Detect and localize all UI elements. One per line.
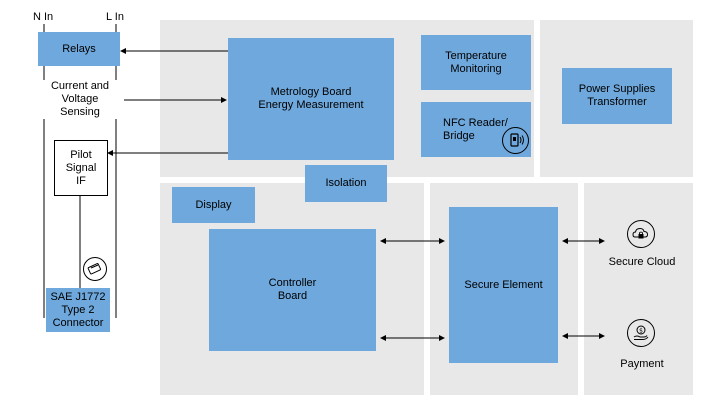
relays-label: Relays <box>62 42 96 55</box>
relays-block: Relays <box>38 32 120 66</box>
current-voltage-sensing-label: Current and Voltage Sensing <box>36 80 124 119</box>
power-supplies-block: Power Supplies Transformer <box>562 68 672 124</box>
pilot-signal-if-block: Pilot Signal IF <box>54 140 108 196</box>
metrology-board-block: Metrology Board Energy Measurement <box>228 38 394 160</box>
svg-text:$: $ <box>639 328 643 335</box>
l-in-label: L In <box>106 11 124 23</box>
controller-board-block: Controller Board <box>209 229 376 351</box>
display-block: Display <box>172 187 255 223</box>
payment-icon: $ <box>627 319 655 347</box>
cloud-lock-icon <box>627 220 655 248</box>
temperature-monitoring-block: Temperature Monitoring <box>421 35 531 90</box>
secure-cloud-label: Secure Cloud <box>608 256 676 268</box>
payment-label: Payment <box>620 358 664 370</box>
card-icon <box>83 257 107 281</box>
services-panel <box>584 183 693 395</box>
connector-block: SAE J1772 Type 2 Connector <box>46 288 110 332</box>
secure-element-block: Secure Element <box>449 207 558 363</box>
n-in-label: N In <box>33 11 54 23</box>
nfc-phone-icon <box>502 127 529 154</box>
isolation-block: Isolation <box>305 165 387 202</box>
